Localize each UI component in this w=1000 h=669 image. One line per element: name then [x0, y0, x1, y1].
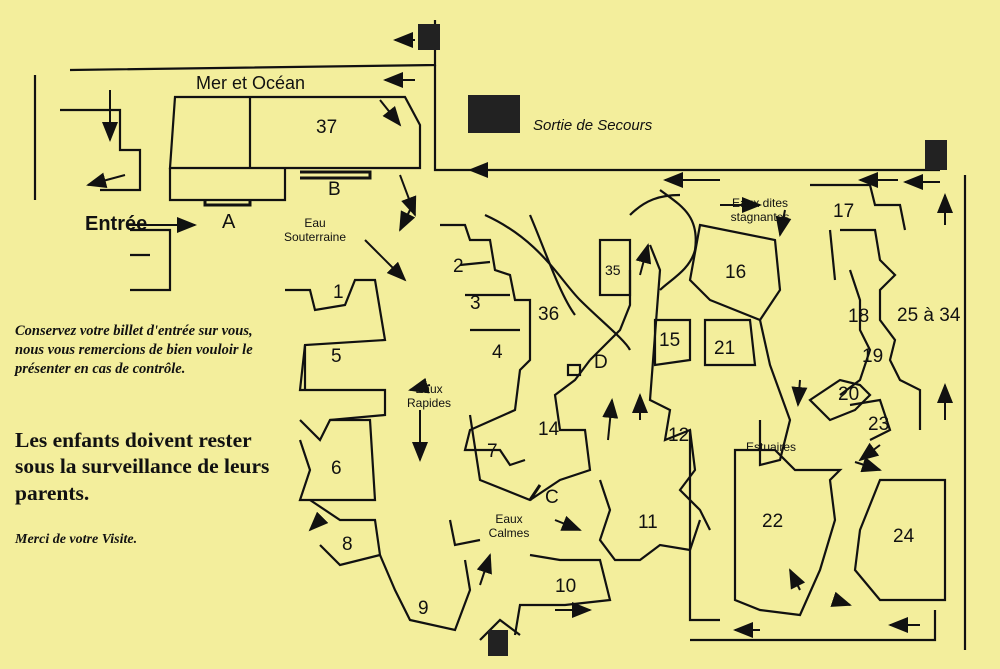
room-20: 20 [838, 384, 860, 405]
room-37: 37 [316, 117, 338, 138]
room-24-wall [853, 478, 947, 602]
room-10-wall [513, 553, 612, 636]
room-11: 11 [638, 512, 658, 533]
room-3: 3 [470, 293, 481, 314]
room-22: 22 [762, 511, 784, 532]
emergency-exit-label: Sortie de Secours [533, 117, 653, 134]
room-23: 23 [868, 414, 890, 435]
room-8: 8 [342, 534, 353, 555]
room-36: 36 [538, 304, 560, 325]
children-notice: Les enfants doivent rester sous la surve… [15, 428, 270, 505]
room-24: 24 [893, 526, 915, 547]
room-22-wall [733, 448, 843, 617]
room-10: 10 [555, 576, 577, 597]
zone-mer-ocean: Mer et Océan [196, 73, 306, 93]
room-4: 4 [492, 342, 503, 363]
room-23-wall [849, 398, 892, 441]
room-35-rect [598, 238, 632, 297]
point-d: D [594, 352, 608, 373]
zone-eaux-stagnantes: Eaux dites stagnantes [730, 196, 790, 224]
thanks-notice: Merci de votre Visite. [15, 532, 138, 547]
point-b: B [328, 179, 341, 200]
room-15: 15 [659, 330, 681, 351]
room-19: 19 [862, 346, 884, 367]
room-9-wall [378, 554, 472, 632]
room-20-wall [808, 378, 872, 422]
room-2: 2 [453, 256, 464, 277]
room-2-wall [440, 223, 532, 467]
entrance-label: Entrée [85, 213, 148, 235]
room-21: 21 [714, 338, 736, 359]
outer-wall-top [69, 20, 437, 72]
ticket-notice: Conservez votre billet d'entrée sur vous… [15, 323, 253, 377]
point-a: A [222, 211, 236, 233]
room-35: 35 [605, 262, 621, 278]
zone-eaux-rapides: Eaux Rapides [406, 382, 452, 410]
room-14: 14 [538, 419, 560, 440]
emergency-exit-icon [925, 140, 947, 170]
room-11-wall [598, 479, 702, 562]
room-7-wall [468, 359, 592, 502]
room-17-wall [810, 183, 907, 231]
room-12-wall [648, 244, 711, 531]
room-15-wall [653, 318, 692, 367]
room-25-34: 25 à 34 [897, 305, 961, 326]
room-8-wall [309, 499, 382, 567]
room-17: 17 [833, 201, 855, 222]
stairs [60, 108, 142, 192]
room-21-wall [703, 318, 757, 367]
emergency-exit-icon [418, 24, 440, 50]
zone-estuaires: Estuaires [745, 440, 797, 454]
room-1: 1 [333, 282, 344, 303]
zone-eaux-calmes: Eaux Calmes [488, 512, 530, 540]
point-c: C [545, 487, 559, 508]
room-7: 7 [487, 441, 498, 462]
room-18: 18 [848, 306, 870, 327]
room-9: 9 [418, 598, 429, 619]
room-12: 12 [668, 425, 690, 446]
emergency-exit-icon [468, 95, 520, 133]
room-6: 6 [331, 458, 342, 479]
room-16: 16 [725, 262, 747, 283]
room-5: 5 [331, 346, 342, 367]
room-1-wall [285, 278, 387, 422]
room-18-wall [840, 228, 922, 430]
entrance-building [168, 95, 422, 170]
room-36-curve [484, 213, 631, 351]
room-6-wall [298, 418, 377, 502]
emergency-exit-icon [488, 630, 508, 656]
zone-eau-souterraine: Eau Souterraine [283, 216, 347, 244]
